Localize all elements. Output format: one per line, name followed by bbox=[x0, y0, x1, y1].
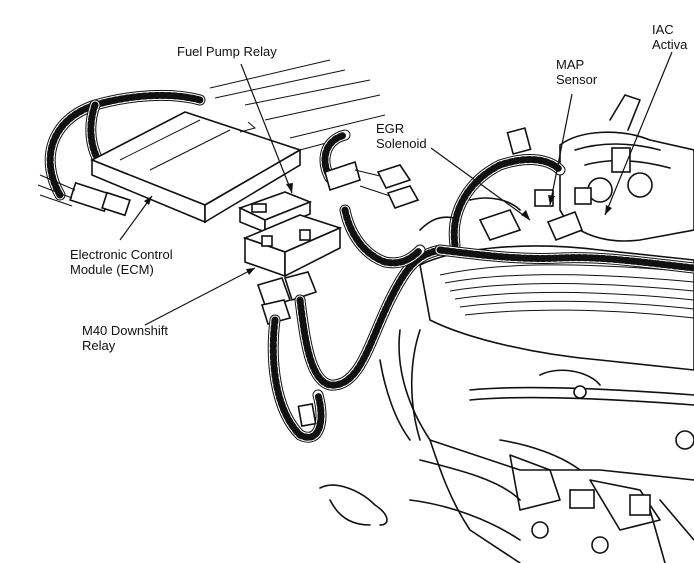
throttle-body-area bbox=[559, 94, 694, 242]
label-map-line1: MAP bbox=[556, 57, 585, 72]
label-egr-line1: EGR bbox=[376, 121, 405, 136]
label-iac-activator: IAC Activa bbox=[652, 22, 687, 52]
label-map-line2: Sensor bbox=[556, 72, 598, 87]
label-ecm-line1: Electronic Control bbox=[70, 247, 173, 262]
label-egr-line2: Solenoid bbox=[376, 136, 427, 151]
fuel-pump-relay bbox=[237, 191, 313, 234]
label-map-sensor: MAP Sensor bbox=[556, 57, 597, 87]
label-iac-line1: IAC bbox=[652, 22, 674, 37]
engine-block bbox=[319, 245, 694, 563]
label-fuel-pump-relay-text: Fuel Pump Relay bbox=[177, 44, 277, 59]
label-m40-line2: Relay bbox=[82, 338, 116, 353]
label-ecm-line2: Module (ECM) bbox=[70, 262, 154, 277]
ecm-module bbox=[37, 111, 302, 224]
ecm-wiring-harness bbox=[44, 89, 206, 201]
m40-downshift-relay bbox=[242, 214, 343, 325]
label-egr-solenoid: EGR Solenoid bbox=[376, 121, 427, 151]
label-iac-line2: Activa bbox=[652, 37, 688, 52]
label-m40-relay: M40 Downshift Relay bbox=[82, 323, 168, 353]
label-fuel-pump-relay: Fuel Pump Relay bbox=[177, 44, 277, 59]
relay-connectors bbox=[297, 160, 420, 427]
label-m40-line1: M40 Downshift bbox=[82, 323, 168, 338]
leader-lines bbox=[119, 51, 673, 326]
engine-top-harness bbox=[419, 127, 694, 274]
label-ecm: Electronic Control Module (ECM) bbox=[70, 247, 173, 277]
relay-wiring-harness bbox=[267, 129, 446, 443]
ecm-bracket bbox=[209, 59, 386, 151]
